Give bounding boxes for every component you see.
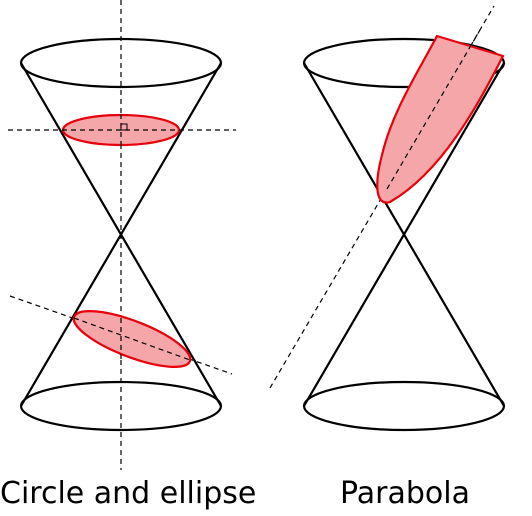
- parabola-section: [376, 34, 505, 204]
- caption-parabola: Parabola: [340, 476, 470, 511]
- right-double-cone: [269, 5, 506, 432]
- caption-circle-and-ellipse: Circle and ellipse: [0, 476, 257, 511]
- ellipse-section: [72, 310, 192, 368]
- ellipse-plane-overlay: [73, 317, 191, 361]
- right-angle-marker: [120, 123, 128, 131]
- parabola-plane-overlay: [386, 29, 481, 190]
- right-bottom-rim: [302, 380, 506, 432]
- right-generator-2: [303, 62, 505, 407]
- left-generator-2: [20, 62, 222, 407]
- left-double-cone: [8, 0, 236, 470]
